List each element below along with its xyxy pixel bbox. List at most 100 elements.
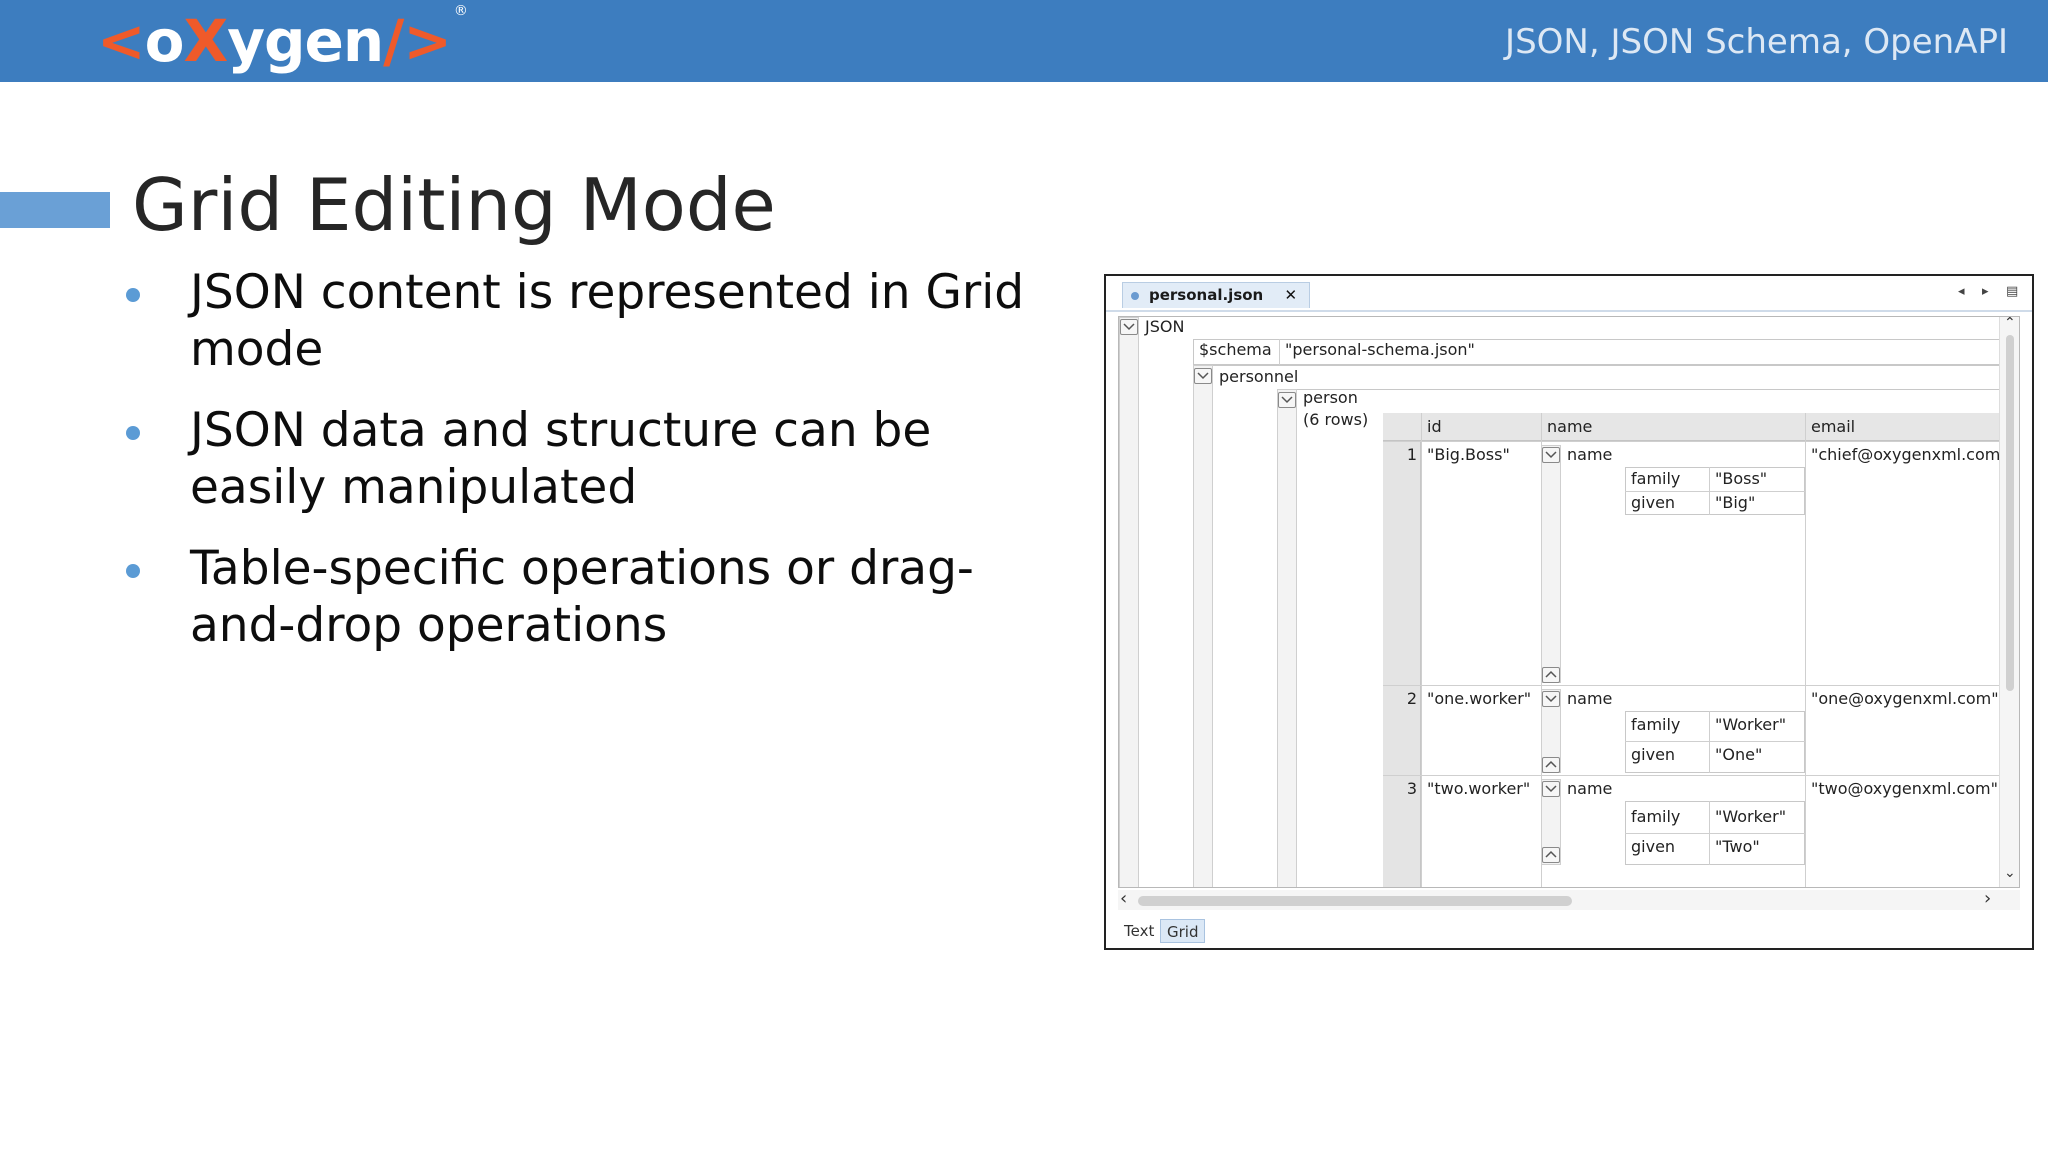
bullet-list: JSON content is represented in Grid mode… [122,264,1072,678]
bullet-text: Table-specific operations or drag-and-dr… [190,541,974,653]
given-key[interactable]: given [1631,745,1676,764]
bullet-item: Table-specific operations or drag-and-dr… [122,540,1072,654]
divider [1383,441,2001,442]
family-key[interactable]: family [1631,807,1681,826]
person-collapse-strip [1277,389,1297,887]
logo-part: ygen [227,7,384,75]
divider [1625,741,1805,742]
horizontal-scrollbar[interactable]: ‹ › [1118,888,2020,910]
column-header-name[interactable]: name [1547,417,1593,436]
family-value[interactable]: "Worker" [1715,715,1787,734]
bullet-item: JSON content is represented in Grid mode [122,264,1072,378]
divider [1625,833,1805,834]
name-collapse-strip [1541,445,1561,683]
divider [1805,413,1806,887]
collapse-personnel-icon[interactable] [1194,368,1212,384]
close-icon[interactable]: ✕ [1284,286,1298,304]
header-bar: <oXygen/> ® JSON, JSON Schema, OpenAPI [0,0,2048,82]
family-key[interactable]: family [1631,715,1681,734]
given-value[interactable]: "One" [1715,745,1763,764]
row-number-column [1383,441,1421,887]
family-value[interactable]: "Worker" [1715,807,1787,826]
logo-part: /> [383,7,452,75]
collapse-name-icon[interactable] [1542,691,1560,707]
person-row-count: (6 rows) [1303,410,1369,429]
editor-tab-bar: personal.json ✕ ◂ ▸ ▤ [1106,276,2032,312]
title-accent-bar [0,192,110,228]
given-value[interactable]: "Two" [1715,837,1760,856]
tab-label: personal.json [1149,286,1264,304]
collapse-name-icon[interactable] [1542,447,1560,463]
collapse-name-icon[interactable] [1542,781,1560,797]
cell-id[interactable]: "one.worker" [1427,689,1532,708]
person-label: person [1303,388,1358,407]
name-collapse-strip [1541,779,1561,865]
name-object-label: name [1567,689,1613,708]
bullet-dot-icon [126,288,140,302]
bullet-text: JSON data and structure can be easily ma… [190,403,932,515]
expand-up-icon[interactable] [1542,847,1560,863]
bullet-text: JSON content is represented in Grid mode [190,265,1025,377]
name-subtable [1625,711,1805,773]
divider [1625,491,1805,492]
tab-list-menu-icon[interactable]: ▤ [2006,284,2019,299]
bullet-dot-icon [126,426,140,440]
scroll-right-icon[interactable]: › [1984,888,1992,909]
schema-value[interactable]: "personal-schema.json" [1285,340,1475,359]
scroll-left-icon[interactable]: ‹ [1120,888,1128,909]
name-object-label: name [1567,779,1613,798]
given-key[interactable]: given [1631,837,1676,856]
table-header [1383,413,2001,441]
cell-email[interactable]: "chief@oxygenxml.com" [1811,445,2008,464]
oxygen-logo: <oXygen/> ® [97,4,468,75]
personnel-label: personnel [1219,367,1299,386]
row-number: 1 [1406,445,1417,464]
logo-part: < [97,7,146,75]
logo-part: o [144,7,185,75]
row-number: 2 [1406,689,1417,708]
name-object-label: name [1567,445,1613,464]
presentation-topic: JSON, JSON Schema, OpenAPI [1505,22,2008,62]
scroll-up-icon[interactable]: ⌃ [2004,316,2016,331]
bullet-dot-icon [126,564,140,578]
cell-id[interactable]: "two.worker" [1427,779,1531,798]
logo-part: X [183,7,228,75]
root-collapse-strip [1119,317,1139,887]
vertical-scroll-thumb[interactable] [2006,335,2014,691]
tab-grid-mode[interactable]: Grid [1160,919,1206,943]
tab-scroll-left-icon[interactable]: ◂ [1958,284,1965,299]
tab-scroll-right-icon[interactable]: ▸ [1982,284,1989,299]
grid-view[interactable]: JSON $schema "personal-schema.json" pers… [1118,316,2020,888]
column-header-email[interactable]: email [1811,417,1856,436]
cell-email[interactable]: "two@oxygenxml.com" [1811,779,1998,798]
collapse-person-icon[interactable] [1278,392,1296,408]
expand-up-icon[interactable] [1542,667,1560,683]
divider [1709,711,1710,773]
tab-text-mode[interactable]: Text [1124,922,1155,940]
divider [1421,413,1422,887]
divider [1383,775,2001,776]
schema-key[interactable]: $schema [1199,340,1272,359]
json-grid-editor: personal.json ✕ ◂ ▸ ▤ JSON $schema "pers… [1104,274,2034,950]
vertical-scrollbar[interactable]: ⌃ ⌄ [1999,317,2019,887]
row-number: 3 [1406,779,1417,798]
registered-mark: ® [453,3,468,19]
family-key[interactable]: family [1631,469,1681,488]
scroll-down-icon[interactable]: ⌄ [2004,865,2016,881]
personnel-collapse-strip [1193,365,1213,887]
tab-personal-json[interactable]: personal.json ✕ [1122,282,1311,308]
file-status-icon [1131,292,1139,300]
root-label: JSON [1145,317,1185,336]
expand-up-icon[interactable] [1542,757,1560,773]
slide-title: Grid Editing Mode [132,163,776,247]
cell-email[interactable]: "one@oxygenxml.com" [1811,689,1999,708]
given-value[interactable]: "Big" [1715,493,1756,512]
column-header-id[interactable]: id [1427,417,1442,436]
horizontal-scroll-thumb[interactable] [1138,896,1572,906]
divider [1279,339,1280,365]
family-value[interactable]: "Boss" [1715,469,1768,488]
given-key[interactable]: given [1631,493,1676,512]
cell-id[interactable]: "Big.Boss" [1427,445,1510,464]
collapse-root-icon[interactable] [1120,319,1138,335]
schema-row[interactable] [1193,339,2001,365]
